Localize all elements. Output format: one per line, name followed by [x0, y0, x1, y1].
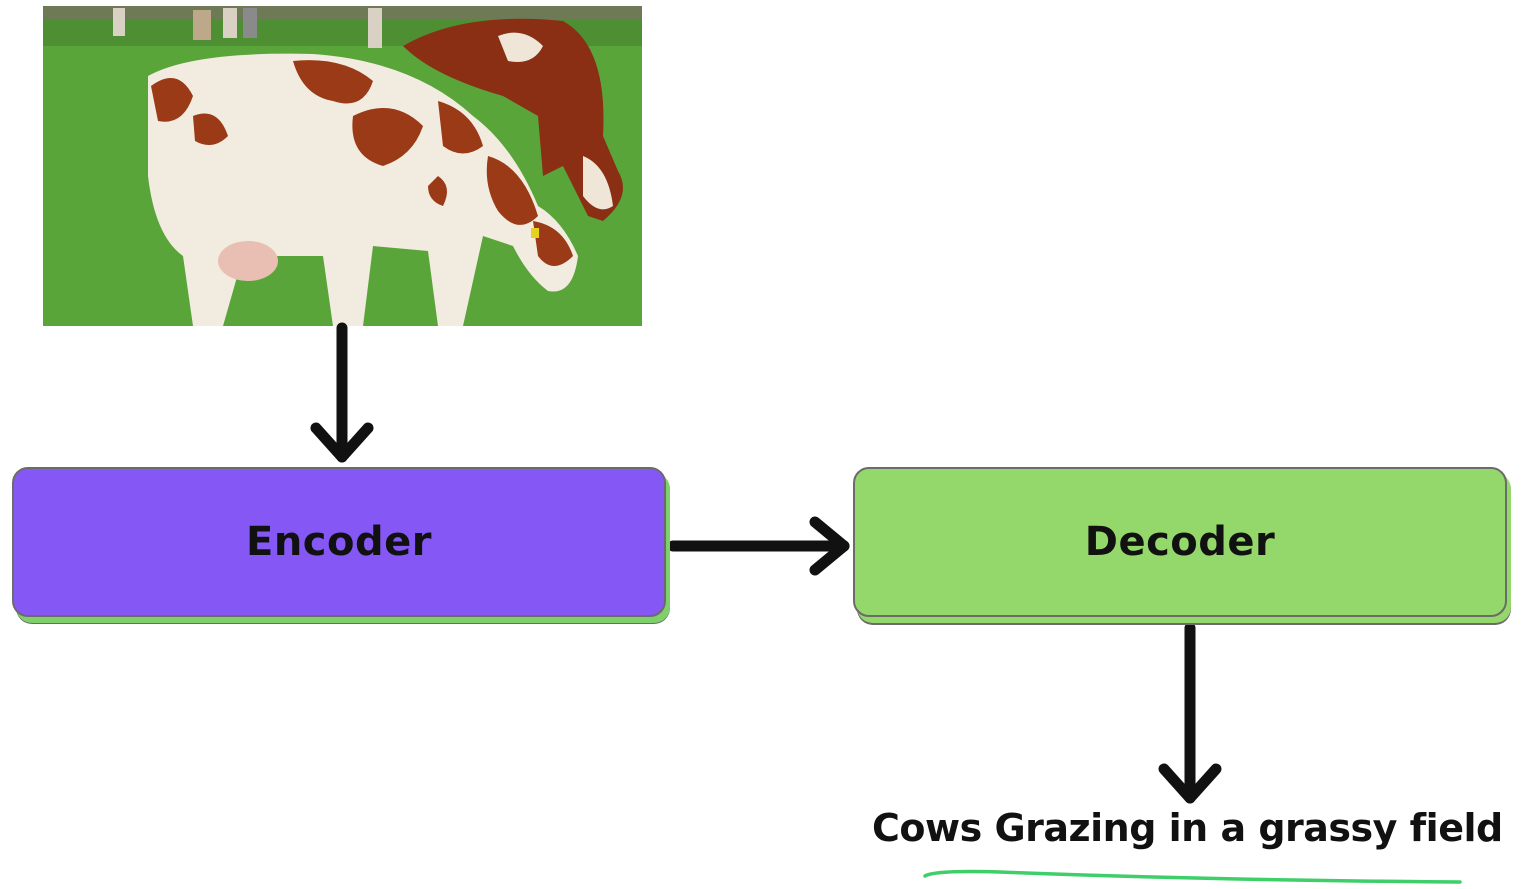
- cow-photo-illustration: [43, 6, 642, 326]
- decoder-label: Decoder: [1084, 519, 1276, 565]
- decoder-box: Decoder: [853, 467, 1507, 617]
- arrow-head-encoder-to-decoder: [809, 516, 850, 576]
- caption-underline: [923, 869, 1462, 884]
- input-photo-cows: [43, 6, 642, 326]
- encoder-box: Encoder: [12, 467, 666, 617]
- encoder-label: Encoder: [246, 519, 432, 565]
- arrow-head-photo-to-encoder: [310, 422, 374, 463]
- arrow-head-decoder-to-caption: [1158, 763, 1222, 804]
- output-caption: Cows Grazing in a grassy field: [872, 806, 1503, 850]
